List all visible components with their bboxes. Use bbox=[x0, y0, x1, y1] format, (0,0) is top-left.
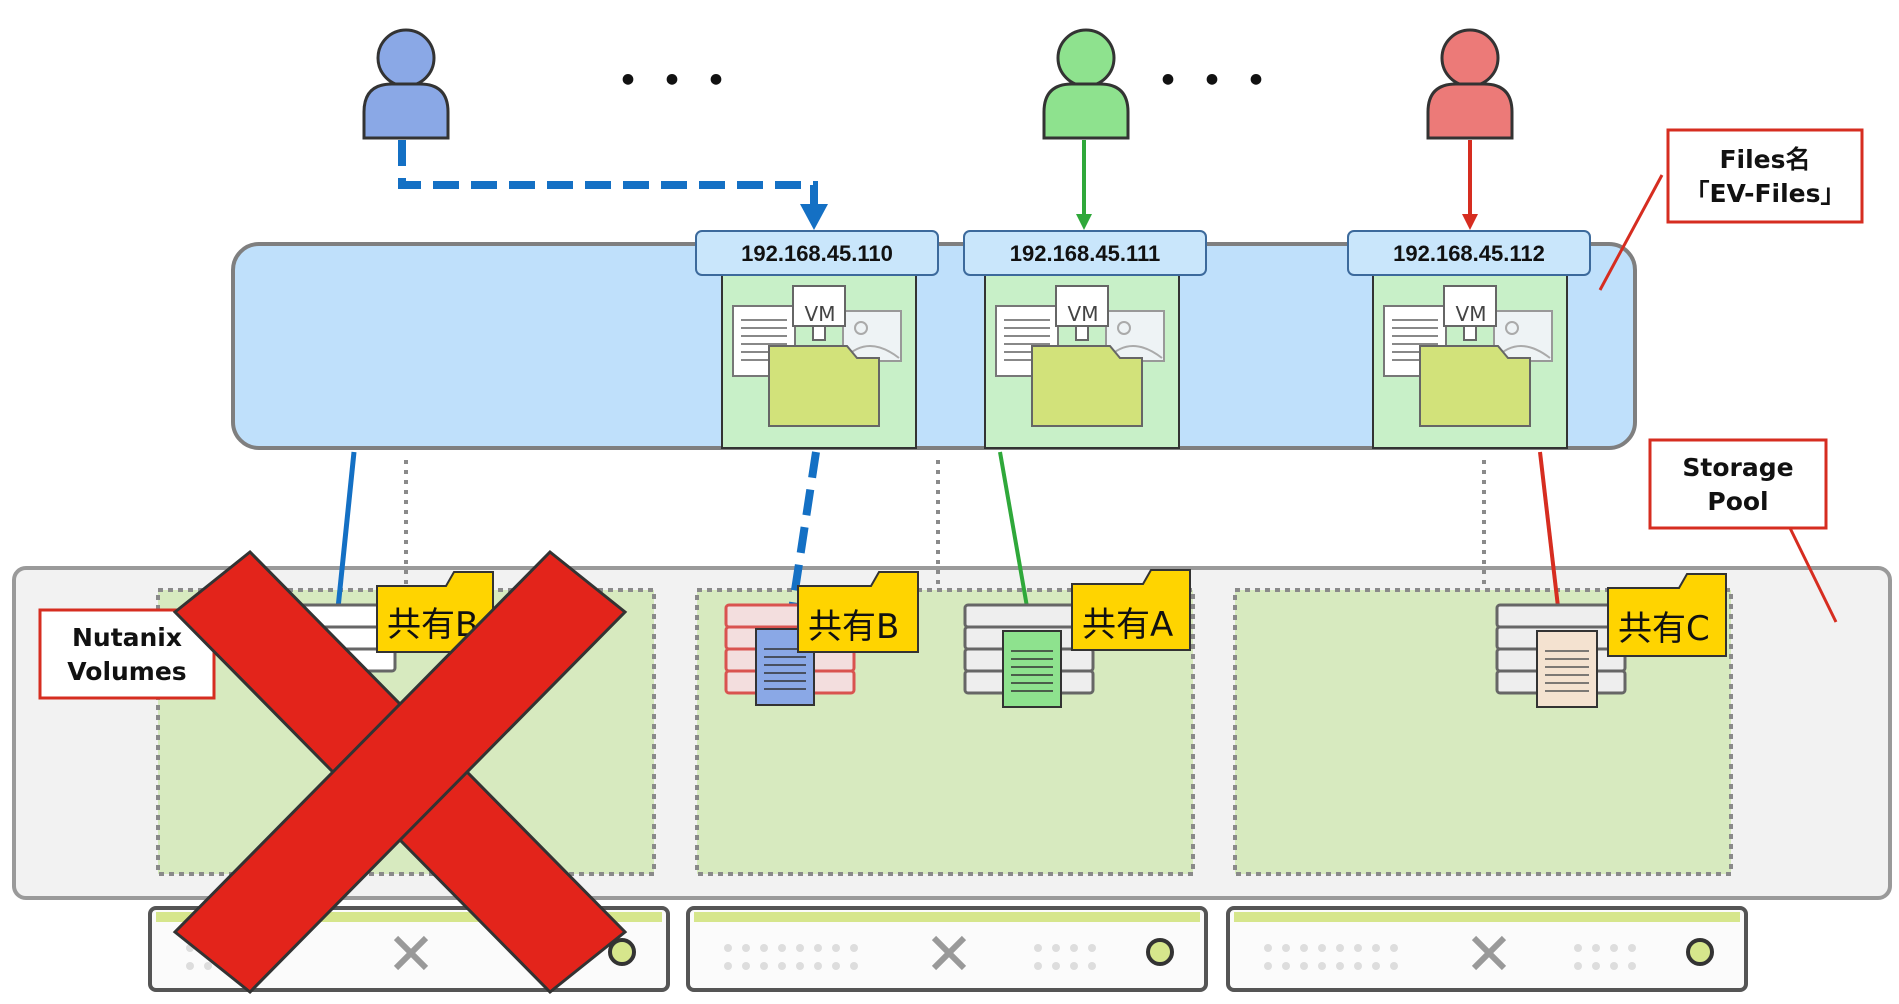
share-label: 共有C bbox=[1618, 609, 1710, 649]
fsvm-3: VM bbox=[1372, 269, 1568, 449]
ip-address: 192.168.45.111 bbox=[1010, 241, 1161, 266]
blue-dashed-volume-path bbox=[788, 451, 820, 611]
ip-box-2: 192.168.45.111 bbox=[963, 230, 1207, 276]
callout-files-name: Files名 「EV-Files」 bbox=[1598, 128, 1864, 291]
fsvm-1: VM bbox=[721, 269, 917, 449]
share-label: 共有A bbox=[1082, 605, 1173, 645]
callout-storage-pool: Storage Pool bbox=[1648, 438, 1838, 623]
vm-label: VM bbox=[1068, 302, 1099, 326]
callout-text: Files名 bbox=[1719, 145, 1810, 174]
callout-text: Volumes bbox=[67, 657, 186, 686]
vm-label: VM bbox=[805, 302, 836, 326]
share-label: 共有B bbox=[808, 607, 899, 647]
callout-text: Storage bbox=[1682, 453, 1793, 482]
vm-label: VM bbox=[1456, 302, 1487, 326]
share-folder-a: 共有A bbox=[1071, 569, 1191, 651]
share-folder-b: 共有B bbox=[797, 571, 919, 653]
disk-stack-share-a bbox=[963, 603, 1095, 708]
blue-client-path bbox=[398, 140, 818, 210]
ip-box-1: 192.168.45.110 bbox=[695, 230, 939, 276]
ellipsis: ・・・ bbox=[1146, 57, 1278, 106]
green-volume-path bbox=[998, 451, 1032, 625]
user-icon-green bbox=[1042, 28, 1130, 140]
ip-address: 192.168.45.110 bbox=[741, 241, 893, 266]
callout-text: 「EV-Files」 bbox=[1684, 179, 1845, 208]
callout-text: Pool bbox=[1707, 487, 1768, 516]
ip-address: 192.168.45.112 bbox=[1393, 241, 1545, 266]
share-folder-failed: 共有B bbox=[376, 571, 494, 653]
callout-nutanix-volumes: Nutanix Volumes bbox=[38, 608, 216, 700]
blue-volume-path bbox=[334, 451, 357, 619]
fsvm-2: VM bbox=[984, 269, 1180, 449]
ellipsis: ・・・ bbox=[606, 57, 738, 106]
disk-stack-share-c bbox=[1495, 603, 1627, 708]
node-server-3 bbox=[1226, 906, 1748, 992]
user-icon-red bbox=[1426, 28, 1514, 140]
red-volume-path bbox=[1538, 451, 1562, 625]
node-server-2 bbox=[686, 906, 1208, 992]
ip-box-3: 192.168.45.112 bbox=[1347, 230, 1591, 276]
user-icon-blue bbox=[362, 28, 450, 140]
callout-text: Nutanix bbox=[72, 623, 182, 652]
red-cross-icon bbox=[172, 549, 628, 995]
share-folder-c: 共有C bbox=[1607, 573, 1727, 657]
